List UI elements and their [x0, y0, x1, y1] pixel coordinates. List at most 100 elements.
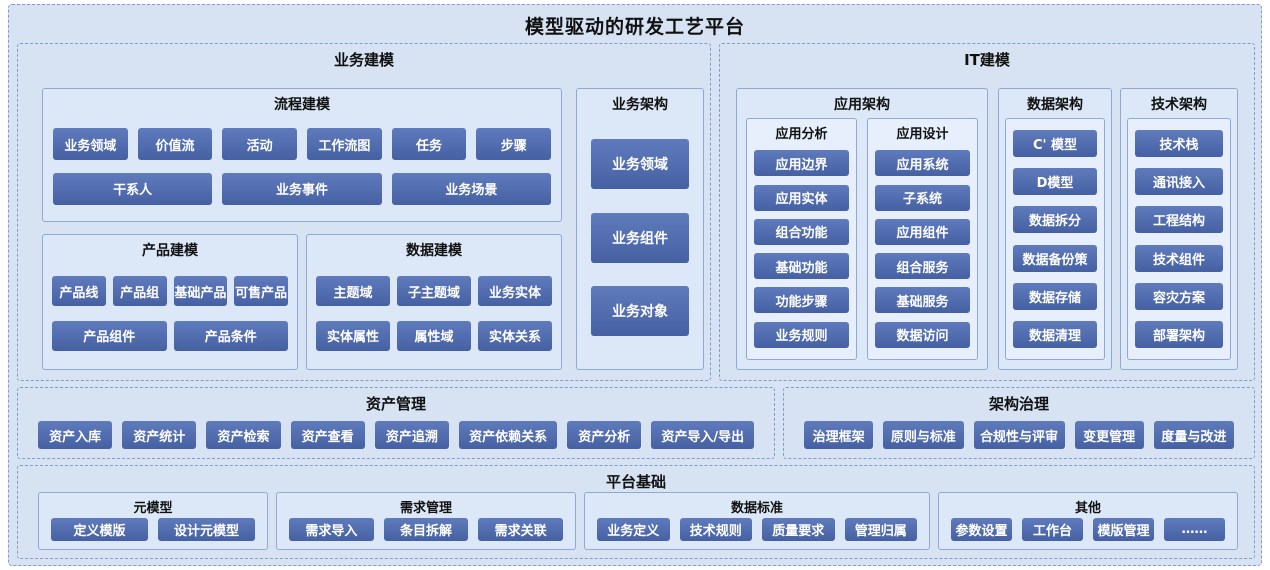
process-modeling-node: 业务事件 — [222, 172, 382, 205]
process-modeling-node: 业务场景 — [391, 172, 551, 205]
data-standard-node: 质量要求 — [762, 518, 835, 541]
architecture-governance-list: 治理框架原则与标准合规性与评审变更管理度量与改进 — [804, 421, 1234, 449]
page-title: 模型驱动的研发工艺平台 — [524, 16, 745, 38]
data-modeling-node: 主题域 — [316, 276, 390, 307]
asset-management-node: 资产追溯 — [374, 421, 449, 449]
others-node: 工作台 — [1022, 518, 1083, 541]
data-modeling-node: 业务实体 — [478, 276, 552, 307]
application-design-list: 应用系统子系统应用组件组合服务基础服务数据访问 — [868, 142, 977, 359]
meta-model-list: 定义模版设计元模型 — [51, 518, 255, 541]
group-technology-architecture: 技术架构 技术栈通讯接入工程结构技术组件容灾方案部署架构 — [1120, 88, 1238, 370]
group-data-modeling: 数据建模 主题域子主题域业务实体 实体属性属性域实体关系 — [306, 234, 562, 370]
section-it-modeling: IT建模 应用架构 应用分析 应用边界应用实体组合功能基础功能功能步骤业务规则 … — [719, 43, 1255, 381]
application-design-node: 数据访问 — [875, 321, 970, 348]
product-modeling-node: 产品组件 — [52, 320, 167, 351]
asset-management-node: 资产查看 — [290, 421, 365, 449]
group-technology-architecture-title: 技术架构 — [1151, 97, 1207, 113]
application-design-node: 组合服务 — [875, 253, 970, 280]
product-modeling-node: 产品线 — [52, 276, 106, 307]
architecture-governance-node: 治理框架 — [804, 421, 874, 449]
section-architecture-governance-title: 架构治理 — [988, 395, 1049, 413]
application-analysis-node: 基础功能 — [754, 253, 849, 280]
others-node: 参数设置 — [951, 518, 1012, 541]
data-modeling-node: 子主题域 — [397, 276, 471, 307]
data-architecture-node: 数据清理 — [1013, 320, 1097, 348]
group-others-title: 其他 — [1074, 501, 1101, 516]
process-modeling-row-1: 业务领域价值流活动工作流图任务步骤 — [53, 128, 552, 161]
process-modeling-node: 业务领域 — [53, 128, 128, 161]
application-analysis-list: 应用边界应用实体组合功能基础功能功能步骤业务规则 — [747, 142, 856, 359]
group-requirement-management: 需求管理 需求导入条目拆解需求关联 — [276, 492, 576, 550]
group-others: 其他 参数设置工作台模版管理…… — [938, 492, 1238, 550]
data-architecture-node: 数据拆分 — [1013, 206, 1097, 234]
section-business-modeling: 业务建模 流程建模 业务领域价值流活动工作流图任务步骤 干系人业务事件业务场景 … — [17, 43, 711, 381]
data-architecture-node: C' 模型 — [1013, 130, 1097, 158]
data-standard-node: 技术规则 — [679, 518, 752, 541]
product-modeling-node: 可售产品 — [234, 276, 288, 307]
technology-architecture-node: 通讯接入 — [1135, 168, 1223, 196]
application-analysis-node: 应用实体 — [754, 184, 849, 211]
technology-architecture-node: 工程结构 — [1135, 206, 1223, 234]
subgroup-application-analysis-title: 应用分析 — [775, 127, 828, 142]
process-modeling-node: 干系人 — [53, 172, 213, 205]
asset-management-list: 资产入库资产统计资产检索资产查看资产追溯资产依赖关系资产分析资产导入/导出 — [38, 421, 755, 449]
section-it-modeling-title: IT建模 — [964, 51, 1010, 69]
architecture-governance-node: 变更管理 — [1074, 421, 1144, 449]
application-architecture-columns: 应用分析 应用边界应用实体组合功能基础功能功能步骤业务规则 应用设计 应用系统子… — [737, 116, 987, 369]
product-modeling-row-1: 产品线产品组基础产品可售产品 — [52, 276, 288, 307]
asset-management-node: 资产统计 — [122, 421, 197, 449]
application-analysis-node: 应用边界 — [754, 150, 849, 177]
group-business-architecture-title: 业务架构 — [612, 97, 668, 113]
product-modeling-node: 产品组 — [112, 276, 167, 307]
architecture-governance-node: 原则与标准 — [883, 421, 964, 449]
technology-architecture-node: 容灾方案 — [1135, 282, 1223, 310]
product-modeling-row-2: 产品组件产品条件 — [52, 320, 288, 351]
group-process-modeling-body: 业务领域价值流活动工作流图任务步骤 干系人业务事件业务场景 — [43, 116, 561, 221]
meta-model-node: 定义模版 — [51, 518, 148, 541]
group-application-architecture: 应用架构 应用分析 应用边界应用实体组合功能基础功能功能步骤业务规则 应用设计 … — [736, 88, 988, 370]
technology-architecture-node: 部署架构 — [1135, 320, 1223, 348]
data-standard-node: 管理归属 — [844, 518, 917, 541]
group-data-modeling-body: 主题域子主题域业务实体 实体属性属性域实体关系 — [307, 262, 561, 369]
group-requirement-management-title: 需求管理 — [399, 501, 452, 516]
process-modeling-node: 步骤 — [476, 128, 552, 161]
application-design-node: 应用系统 — [875, 150, 970, 177]
section-platform-foundation-title: 平台基础 — [605, 473, 666, 491]
group-data-modeling-title: 数据建模 — [406, 243, 462, 259]
group-meta-model-title: 元模型 — [133, 501, 173, 516]
data-architecture-node: D模型 — [1013, 168, 1097, 196]
requirement-management-list: 需求导入条目拆解需求关联 — [289, 518, 564, 541]
others-node: 模版管理 — [1093, 518, 1154, 541]
application-analysis-node: 业务规则 — [754, 321, 849, 348]
technology-architecture-node: 技术组件 — [1135, 244, 1223, 272]
architecture-governance-node: 度量与改进 — [1153, 421, 1234, 449]
application-design-node: 应用组件 — [875, 218, 970, 245]
product-modeling-node: 产品条件 — [173, 320, 288, 351]
requirement-management-node: 需求关联 — [478, 518, 564, 541]
data-modeling-row-2: 实体属性属性域实体关系 — [316, 320, 552, 351]
data-architecture-node: 数据备份策 — [1013, 244, 1097, 272]
subgroup-application-design-title: 应用设计 — [896, 127, 949, 142]
data-modeling-node: 属性域 — [397, 320, 471, 351]
product-modeling-node: 基础产品 — [173, 276, 228, 307]
subgroup-application-design: 应用设计 应用系统子系统应用组件组合服务基础服务数据访问 — [867, 118, 978, 360]
requirement-management-node: 条目拆解 — [383, 518, 469, 541]
section-architecture-governance: 架构治理 治理框架原则与标准合规性与评审变更管理度量与改进 — [783, 387, 1255, 459]
data-modeling-row-1: 主题域子主题域业务实体 — [316, 276, 552, 307]
group-process-modeling-title: 流程建模 — [274, 97, 330, 113]
technology-architecture-list: 技术栈通讯接入工程结构技术组件容灾方案部署架构 — [1127, 118, 1231, 360]
application-design-node: 子系统 — [875, 184, 970, 211]
group-data-architecture-title: 数据架构 — [1027, 97, 1083, 113]
architecture-governance-node: 合规性与评审 — [973, 421, 1065, 449]
group-product-modeling-title: 产品建模 — [142, 243, 198, 259]
asset-management-node: 资产导入/导出 — [651, 421, 755, 449]
process-modeling-node: 任务 — [391, 128, 467, 161]
data-modeling-node: 实体关系 — [478, 320, 552, 351]
business-architecture-list: 业务领域业务组件业务对象 — [577, 116, 703, 369]
others-list: 参数设置工作台模版管理…… — [951, 518, 1225, 541]
asset-management-node: 资产分析 — [567, 421, 642, 449]
group-application-architecture-title: 应用架构 — [834, 97, 890, 113]
